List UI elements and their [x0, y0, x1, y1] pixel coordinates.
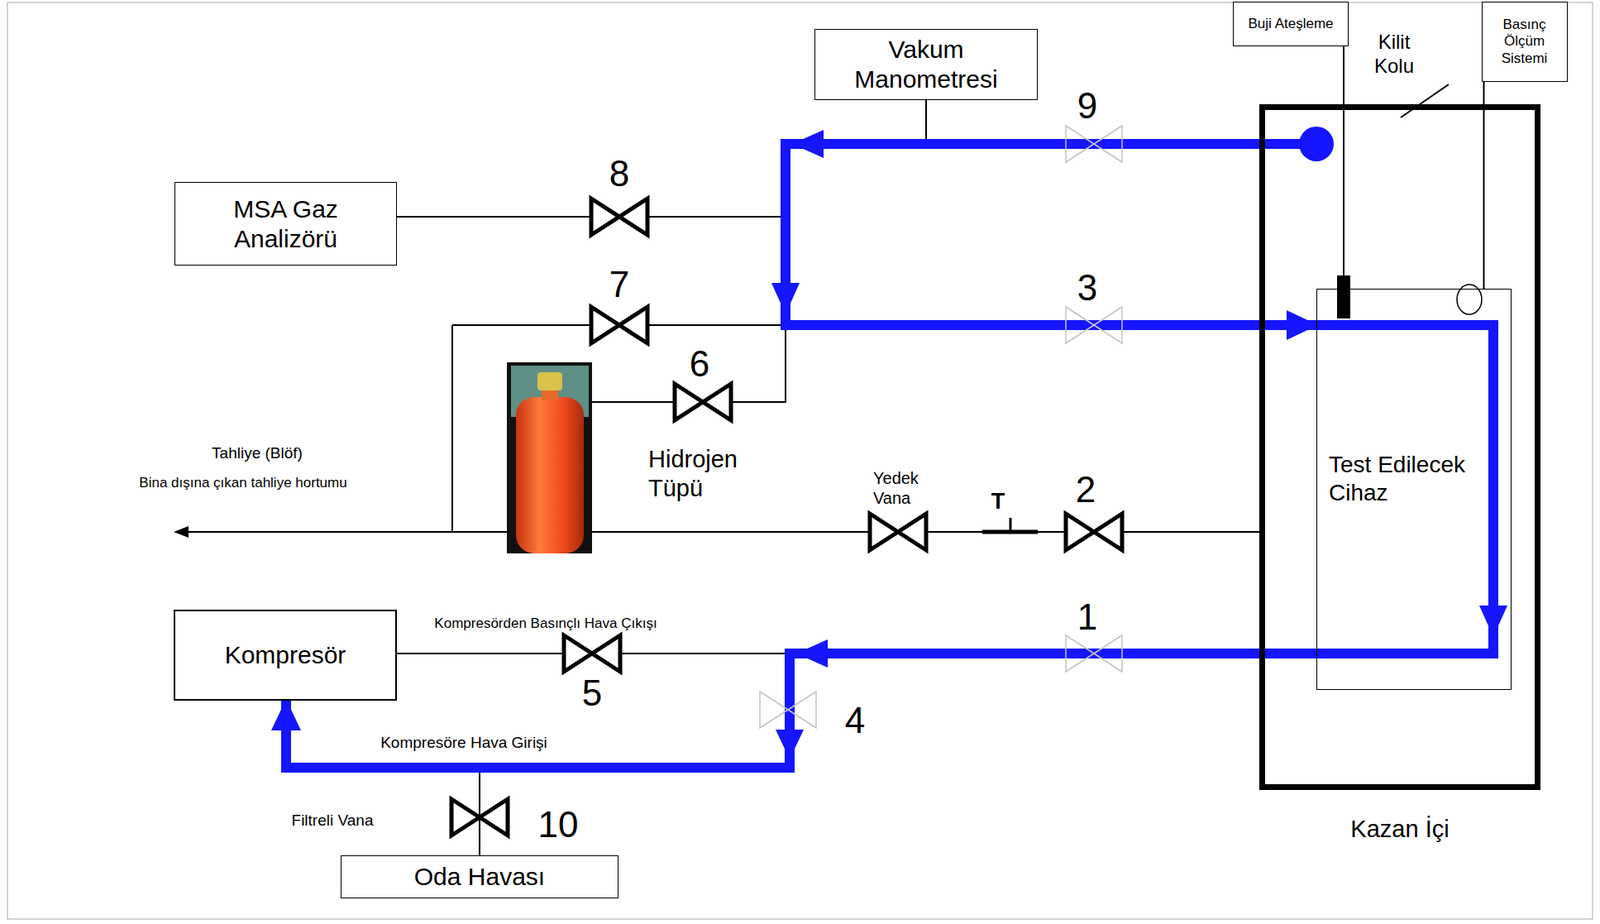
callout-number: 10 [538, 806, 579, 843]
page-frame [7, 2, 1593, 919]
part-label: Hidrojen Tüpü [648, 444, 756, 503]
purge-line [451, 324, 454, 532]
part-label: Kilit Kolu [1365, 30, 1424, 79]
node-text: Basınç Ölçüm Sistemi [1490, 16, 1560, 67]
node-text: MSA Gaz Analizörü [203, 194, 369, 254]
flow-label: Kompresörden Basınçlı Hava Çıkışı [434, 615, 657, 632]
suction-point [1299, 126, 1334, 162]
cylinder-valve [537, 372, 563, 391]
callout-number: 1 [1077, 598, 1098, 636]
flow-arrowhead [796, 639, 828, 668]
cylinder-frame [506, 362, 593, 554]
vessel-box: Kazan İçiTest Edilecek Cihaz [1259, 104, 1541, 790]
valve-symbol [1065, 635, 1123, 672]
callout-number: 9 [1077, 87, 1098, 125]
flow-arrowhead [792, 129, 824, 158]
valve-symbol [869, 513, 927, 550]
flow-arrowhead [1479, 605, 1508, 637]
gas-analyzer-box: MSA Gaz Analizörü [174, 181, 397, 266]
valve-symbol [759, 691, 817, 728]
valve-symbol [1065, 306, 1123, 344]
valve-symbol [1065, 125, 1123, 163]
node-text: Vakum Manometresi [835, 34, 1018, 95]
room-air-box: Oda Havası [340, 854, 619, 898]
part-label: Yedek Vana [873, 468, 932, 508]
callout-number: 7 [609, 266, 630, 303]
callout-number: 4 [845, 702, 865, 739]
node-text: Oda Havası [414, 861, 545, 892]
gas-pipe [785, 143, 1317, 325]
callout-number: 3 [1077, 269, 1098, 306]
valve-symbol [1065, 513, 1123, 550]
drain-arrowhead [173, 525, 189, 538]
fitting-label: T [991, 487, 1006, 515]
gas-pipe [286, 653, 1317, 768]
compressor-box: Kompresör [173, 609, 397, 701]
valve-symbol [563, 635, 621, 672]
node-text: Kompresör [224, 640, 347, 670]
flow-label: Kompresöre Hava Girişi [380, 733, 548, 753]
tee-fitting [1009, 517, 1013, 532]
flow-arrowhead [771, 282, 800, 315]
valve-symbol [451, 798, 508, 836]
vacuum-gauge-box: Vakum Manometresi [814, 28, 1038, 101]
node-text: Buji Ateşleme [1248, 15, 1334, 33]
ignition-box: Buji Ateşleme [1232, 1, 1349, 47]
analyzer-line [396, 215, 781, 218]
callout-number: 8 [609, 155, 630, 192]
pressure-system-box: Basınç Ölçüm Sistemi [1481, 1, 1568, 82]
device-pipe [1316, 324, 1494, 654]
valve-symbol [591, 306, 648, 344]
valve-symbol [591, 198, 648, 235]
device-box: Test Edilecek Cihaz [1316, 288, 1512, 690]
part-label: Filtreli Vana [291, 811, 374, 831]
callout-number: 5 [582, 674, 602, 712]
ignition-wire [1342, 46, 1345, 289]
node-text: Kazan İçi [1265, 814, 1535, 844]
pressure-line [1483, 81, 1486, 289]
flow-arrowhead [775, 729, 804, 760]
node-text: Test Edilecek Cihaz [1328, 450, 1478, 507]
callout-number: 2 [1075, 471, 1096, 508]
callout-number: 6 [689, 345, 710, 383]
note-label: Bina dışına çıkan tahliye hortumu [138, 474, 347, 492]
valve-symbol [674, 383, 731, 421]
part-label: Tahliye (Blöf) [211, 444, 303, 464]
lock-lever [1400, 84, 1449, 118]
hydrogen-cylinder [515, 396, 584, 554]
gauge-line [925, 100, 927, 139]
